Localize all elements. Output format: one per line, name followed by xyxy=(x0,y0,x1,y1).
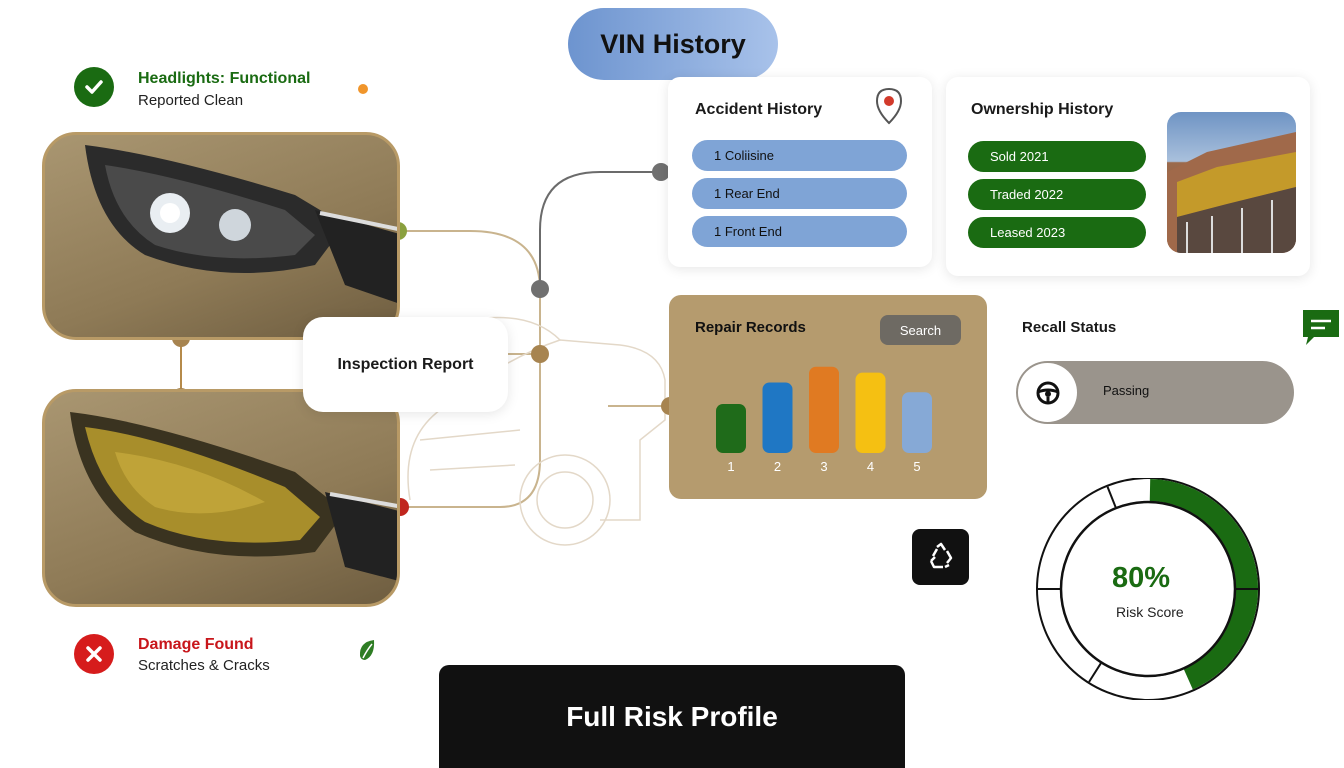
accident-item[interactable]: 1 Rear End xyxy=(692,178,907,209)
repair-bar-3[interactable] xyxy=(809,366,839,453)
headlights-functional-subtitle: Reported Clean xyxy=(138,92,244,109)
orange-dot-icon xyxy=(358,84,368,94)
risk-score-donut xyxy=(1036,478,1260,700)
donut-center xyxy=(1059,500,1237,678)
vin-history-title: VIN History xyxy=(568,8,778,80)
status-check-icon xyxy=(74,67,114,107)
full-risk-profile-button[interactable]: Full Risk Profile xyxy=(439,665,905,768)
repair-bar-label: 1 xyxy=(727,459,734,474)
ownership-history-card: Ownership History Sold 2021 Traded 2022 … xyxy=(946,77,1310,276)
leaf-icon xyxy=(357,638,377,667)
headlights-functional-title: Headlights: Functional xyxy=(138,70,311,87)
donut-divider xyxy=(1088,662,1102,683)
repair-records-title: Repair Records xyxy=(695,319,806,336)
location-pin-icon[interactable] xyxy=(874,87,904,130)
page-title: VIN History xyxy=(600,28,746,59)
accident-item[interactable]: 1 Front End xyxy=(692,216,907,247)
steering-wheel-icon xyxy=(1018,363,1077,422)
repair-bar-4[interactable] xyxy=(855,372,886,453)
headlight-photo-damaged xyxy=(42,389,400,607)
damage-found-title: Damage Found xyxy=(138,636,254,653)
repair-bar-label: 4 xyxy=(867,459,874,474)
damage-found-subtitle: Scratches & Cracks xyxy=(138,657,270,674)
node-dot xyxy=(531,280,549,298)
repair-bar-2[interactable] xyxy=(762,382,793,453)
node-dot xyxy=(652,163,670,181)
accident-history-title: Accident History xyxy=(695,101,823,118)
ownership-item[interactable]: Traded 2022 xyxy=(968,179,1146,210)
ownership-history-title: Ownership History xyxy=(971,101,1114,118)
headlight-photo-clean xyxy=(42,132,400,340)
repair-bar-label: 2 xyxy=(774,459,781,474)
node-dot xyxy=(531,345,549,363)
repair-bar-1[interactable] xyxy=(716,404,746,453)
inspection-report-card[interactable]: Inspection Report xyxy=(303,317,508,412)
repair-bar-label: 3 xyxy=(820,459,827,474)
risk-score-label: Risk Score xyxy=(1116,604,1184,620)
repair-bar-5[interactable] xyxy=(902,392,932,453)
chat-icon[interactable] xyxy=(1300,307,1342,352)
recall-status-value: Passing xyxy=(1103,383,1150,398)
repair-records-panel: Repair Records Search 1 2 3 4 5 xyxy=(669,295,987,499)
repair-bar-chart: 1 2 3 4 5 xyxy=(716,366,932,474)
repair-bar-label: 5 xyxy=(913,459,920,474)
status-error-icon xyxy=(74,634,114,674)
ownership-item[interactable]: Leased 2023 xyxy=(968,217,1146,248)
search-button[interactable]: Search xyxy=(880,315,961,345)
ownership-item[interactable]: Sold 2021 xyxy=(968,141,1146,172)
recall-status-bar: Passing xyxy=(1016,361,1294,424)
risk-score-value: 80% xyxy=(1112,562,1171,594)
recall-status-title: Recall Status xyxy=(1022,319,1117,336)
recycle-icon[interactable] xyxy=(912,529,969,585)
dealership-photo xyxy=(1167,112,1296,253)
donut-risk-arc xyxy=(1149,479,1258,690)
search-button-label: Search xyxy=(899,322,942,338)
donut-divider xyxy=(1106,486,1117,508)
full-risk-profile-label: Full Risk Profile xyxy=(566,700,778,732)
inspection-report-label: Inspection Report xyxy=(337,355,474,373)
accident-item[interactable]: 1 Coliisine xyxy=(692,140,907,171)
accident-history-card: Accident History 1 Coliisine 1 Rear End … xyxy=(668,77,932,267)
